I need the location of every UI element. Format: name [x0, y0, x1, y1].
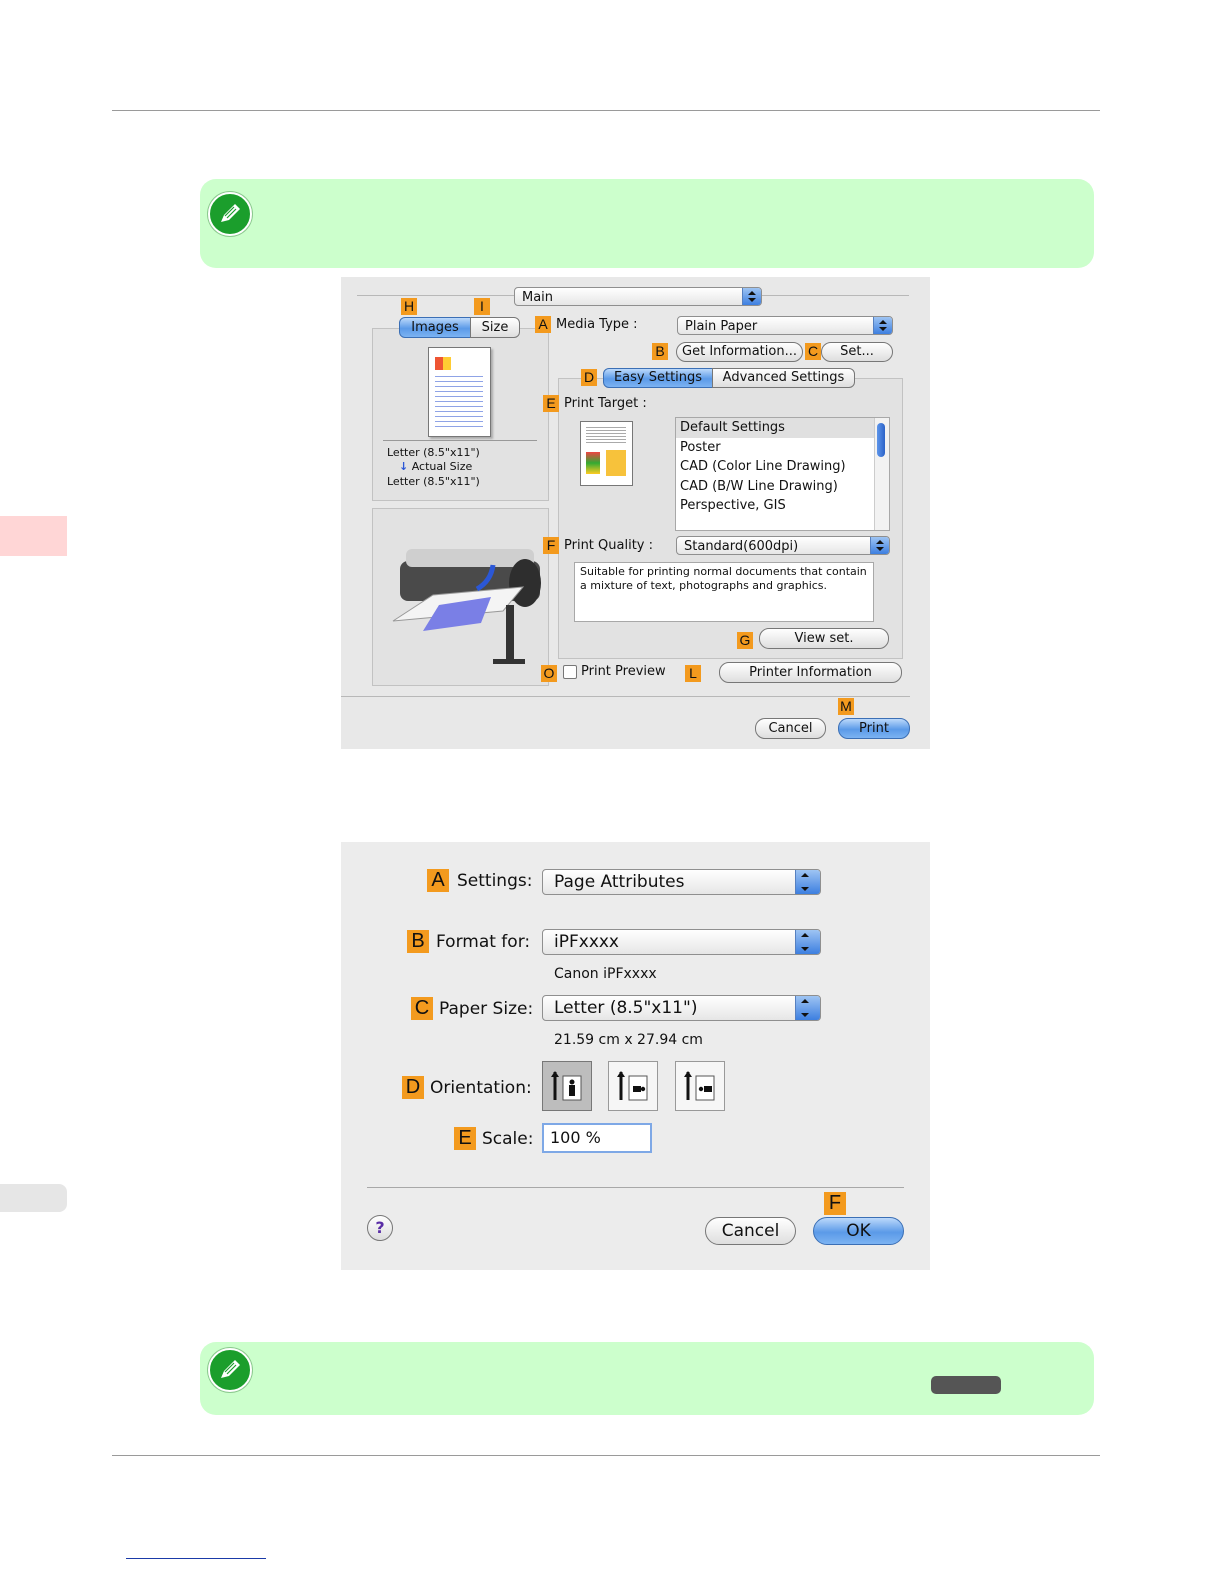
scale-label: Scale:	[482, 1129, 534, 1149]
print-dialog: Main H I Images Size Letter (8.5"x11") ↓…	[341, 277, 930, 749]
actual-size: ↓ Actual Size	[399, 460, 473, 473]
top-rule	[112, 110, 1100, 111]
printer-illustration-icon	[392, 549, 541, 664]
ok-button[interactable]: OK	[813, 1217, 904, 1245]
print-preview-label: Print Preview	[581, 664, 666, 679]
set-button[interactable]: Set...	[821, 342, 893, 362]
paper-size-label: Paper Size:	[439, 999, 534, 1019]
chapter-side-tab	[0, 516, 67, 556]
tag-G: G	[737, 632, 753, 649]
paper-dimensions: 21.59 cm x 27.94 cm	[554, 1032, 703, 1048]
scroll-thumb[interactable]	[877, 423, 885, 457]
print-button[interactable]: Print	[838, 718, 910, 739]
tag-A: A	[427, 869, 449, 892]
footer-link-underline[interactable]	[126, 1558, 266, 1559]
tag-F: F	[543, 537, 559, 554]
scale-input[interactable]: 100 %	[542, 1123, 652, 1153]
print-target-thumbnail	[580, 421, 633, 486]
tag-A: A	[535, 316, 551, 333]
thumbnail-text	[586, 427, 626, 445]
tag-B: B	[652, 343, 668, 360]
tag-M: M	[838, 698, 854, 715]
preview-separator	[383, 440, 537, 441]
print-preview-checkbox[interactable]	[563, 665, 577, 679]
arrow-down-icon: ↓	[399, 460, 409, 473]
media-type-popup[interactable]: Plain Paper	[677, 316, 893, 335]
thumbnail-lines	[435, 376, 483, 428]
orientation-landscape-right-button[interactable]	[675, 1061, 725, 1111]
thumbnail-figure	[606, 450, 626, 476]
settings-popup[interactable]: Page Attributes	[542, 869, 821, 895]
list-item[interactable]: CAD (Color Line Drawing)	[680, 459, 846, 474]
index-side-tab	[0, 1184, 67, 1212]
landscape-left-icon	[617, 1071, 648, 1101]
thumbnail-photo	[586, 452, 600, 474]
note-pencil-icon	[208, 1348, 252, 1392]
format-for-subtitle: Canon iPFxxxx	[554, 966, 657, 982]
note-pencil-icon	[208, 192, 252, 236]
reference-badge[interactable]	[931, 1376, 1001, 1394]
tag-E: E	[454, 1127, 476, 1150]
note-box-bottom	[200, 1342, 1094, 1415]
tag-F: F	[824, 1192, 846, 1215]
tag-D: D	[581, 369, 597, 386]
tag-I: I	[474, 298, 490, 315]
list-scrollbar[interactable]	[874, 418, 889, 530]
print-target-label: Print Target :	[564, 396, 647, 411]
printer-information-button[interactable]: Printer Information	[719, 662, 902, 683]
cancel-button[interactable]: Cancel	[755, 718, 826, 739]
tag-L: L	[685, 665, 701, 682]
orientation-landscape-left-button[interactable]	[608, 1061, 658, 1111]
view-set-button[interactable]: View set.	[759, 628, 889, 649]
orientation-label: Orientation:	[430, 1078, 532, 1098]
paper-size-popup[interactable]: Letter (8.5"x11")	[542, 995, 821, 1021]
page-setup-dialog: A Settings: Page Attributes B Format for…	[341, 842, 930, 1270]
tag-C: C	[411, 997, 433, 1020]
paper-to: Letter (8.5"x11")	[387, 475, 480, 488]
paper-from: Letter (8.5"x11")	[387, 446, 480, 459]
tab-size[interactable]: Size	[470, 317, 520, 338]
cancel-button[interactable]: Cancel	[705, 1217, 796, 1245]
list-item[interactable]: Perspective, GIS	[680, 498, 786, 513]
portrait-icon	[551, 1071, 582, 1101]
media-type-label: Media Type :	[556, 317, 638, 332]
tab-easy-settings[interactable]: Easy Settings	[603, 368, 713, 388]
printer-image-panel	[372, 508, 549, 686]
tag-E: E	[543, 395, 559, 412]
tab-images[interactable]: Images	[399, 317, 471, 338]
landscape-right-icon	[684, 1071, 715, 1101]
list-item[interactable]: Default Settings	[676, 418, 889, 438]
footer-divider	[341, 696, 910, 697]
help-button[interactable]: ?	[367, 1215, 393, 1241]
note-box-top	[200, 179, 1094, 268]
tab-advanced-settings[interactable]: Advanced Settings	[712, 368, 855, 388]
print-quality-label: Print Quality :	[564, 538, 654, 553]
footer-divider	[367, 1187, 904, 1188]
tag-B: B	[407, 930, 429, 953]
thumbnail-image	[435, 357, 451, 370]
get-information-button[interactable]: Get Information...	[676, 342, 803, 362]
list-item[interactable]: Poster	[680, 439, 721, 455]
tag-D: D	[402, 1076, 424, 1099]
settings-label: Settings:	[457, 871, 533, 891]
print-target-list[interactable]: Default Settings Poster CAD (Color Line …	[675, 417, 890, 531]
print-quality-popup[interactable]: Standard(600dpi)	[676, 536, 890, 555]
tag-O: O	[541, 665, 557, 682]
orientation-portrait-button[interactable]	[542, 1061, 592, 1111]
format-for-popup[interactable]: iPFxxxx	[542, 929, 821, 955]
page-thumbnail	[428, 347, 491, 437]
tag-C: C	[805, 343, 821, 360]
panel-popup[interactable]: Main	[514, 287, 762, 306]
list-item[interactable]: CAD (B/W Line Drawing)	[680, 478, 838, 494]
format-for-label: Format for:	[436, 932, 531, 952]
tag-H: H	[401, 298, 417, 315]
bottom-rule	[112, 1455, 1100, 1456]
quality-description: Suitable for printing normal documents t…	[574, 562, 874, 622]
